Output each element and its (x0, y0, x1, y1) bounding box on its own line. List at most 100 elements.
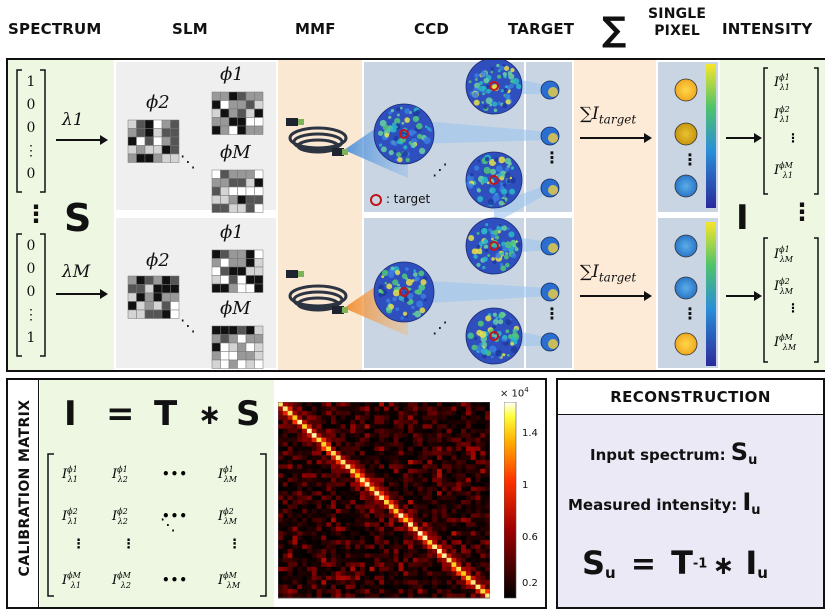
svg-text:•••: ••• (162, 467, 188, 481)
reconstruction-title-bar (558, 380, 823, 415)
target-vdots-top: ⋮ (544, 148, 560, 167)
spectrum-vdots: ⋮ (24, 200, 48, 228)
header-sigma: ∑ (602, 10, 627, 50)
sum-arrow-bottom (580, 291, 652, 301)
heatmap-tick-3: 0.6 (522, 532, 538, 543)
slm-grid-phiM-top (211, 169, 264, 213)
intensity-vector-brackets (763, 67, 819, 363)
header-slm: SLM (172, 20, 208, 38)
setup-panel: 1 0 0 ⋮ 0 λ1 ⋮ S 0 0 0 ⋮ 1 λM ϕ1 ϕ2 ϕM ⋱… (6, 58, 825, 372)
slm-grid-phi1-top (211, 91, 264, 135)
slm-phi1-bottom: ϕ1 (220, 222, 244, 243)
slm-phi2-bottom: ϕ2 (146, 250, 170, 271)
reconstruction-equation: Su = T-1 ∗ Iu (582, 544, 768, 583)
single-pixel-detectors (674, 64, 716, 366)
input-spectrum-symbol: S (730, 438, 749, 466)
ccd-speckle-bottom-third (465, 307, 523, 365)
single-pixel-vdots-bottom: ⋮ (682, 304, 698, 323)
slm-phi2-top: ϕ2 (146, 92, 170, 113)
header-pixel: PIXEL (654, 23, 700, 39)
intensity-bg (720, 60, 825, 370)
target-spot-4 (540, 236, 560, 256)
lambda-M-label: λM (62, 262, 91, 282)
ccd-speckle-top-small (465, 60, 523, 115)
target-spot-5 (540, 282, 560, 302)
calibration-side-bar (8, 380, 39, 607)
slm-grid-phi1-bottom (211, 249, 264, 293)
measured-intensity-label: Measured intensity: (568, 496, 738, 514)
lambda-1-arrow (56, 135, 108, 145)
mmf-bg (278, 60, 362, 370)
slm-phiM-bottom: ϕM (220, 298, 251, 319)
target-vdots-bottom: ⋮ (544, 304, 560, 323)
eq-I: I (64, 394, 77, 434)
svg-text:⋮: ⋮ (122, 537, 135, 552)
svg-text:⋱: ⋱ (160, 515, 176, 534)
spectrum-bg (8, 60, 114, 370)
svg-text:⋮: ⋮ (787, 301, 799, 315)
heatmap-tick-4: 0.2 (522, 578, 538, 589)
single-pixel-vdots-top: ⋮ (682, 150, 698, 169)
svg-text:•••: ••• (162, 573, 188, 587)
sum-arrow-top (580, 133, 652, 143)
eq-S: S (236, 394, 261, 434)
ccd-speckle-top-third (465, 151, 523, 209)
target-marker-icon (370, 193, 382, 206)
heatmap-tick-2: 1 (522, 480, 529, 491)
calibration-matrix-bg (40, 380, 274, 607)
heatmap-scale-label: × 104 (500, 386, 529, 400)
svg-text:⋮: ⋮ (72, 537, 85, 552)
header-spectrum: SPECTRUM (8, 20, 102, 38)
eq-star: ∗ (198, 398, 222, 431)
reconstruction-panel: RECONSTRUCTION Input spectrum: Su Measur… (556, 378, 825, 609)
ccd-dots-top: ⋰ (432, 160, 448, 179)
slm-grid-phi2-top (127, 119, 180, 163)
heatmap-colorbar (504, 402, 517, 599)
ccd-speckle-bottom-small (465, 217, 523, 275)
spectrum-vector-2: 0 0 0 ⋮ 1 (24, 238, 38, 346)
ccd-speckle-top-main (373, 103, 435, 165)
ccd-target-legend: : target (370, 192, 430, 206)
measured-intensity-symbol: I (742, 488, 752, 516)
header-ccd: CCD (414, 20, 450, 38)
slm-grid-phi2-bottom (127, 275, 180, 319)
slm-dots-top: ⋱ (180, 152, 196, 171)
spectrum-vector-1-brackets (16, 69, 46, 193)
svg-text:⋮: ⋮ (228, 537, 241, 552)
input-spectrum-row: Input spectrum: Su (590, 438, 758, 469)
header-single: SINGLE (648, 6, 707, 22)
intensity-vdots: ⋮ (790, 198, 814, 226)
svg-text:•••: ••• (162, 509, 188, 523)
lambda-1-label: λ1 (62, 110, 84, 130)
slm-patterns (127, 91, 264, 369)
input-spectrum-label: Input spectrum: (590, 446, 726, 464)
intensity-arrow-top (726, 133, 762, 143)
header-target: TARGET (508, 20, 575, 38)
ccd-speckles (373, 60, 560, 365)
slm-phiM-top: ϕM (220, 142, 251, 163)
calibration-heatmap (278, 402, 490, 599)
slm-phi1-top: ϕ1 (220, 64, 244, 85)
header-single-pixel: SINGLE PIXEL (648, 6, 706, 40)
ccd-speckle-bottom-main (373, 261, 435, 323)
sum-label-bottom: ∑Itarget (580, 262, 637, 285)
target-spot-3 (540, 178, 560, 198)
svg-text:⋮: ⋮ (787, 131, 799, 145)
spectrum-vector-1: 1 0 0 ⋮ 0 (24, 74, 38, 182)
